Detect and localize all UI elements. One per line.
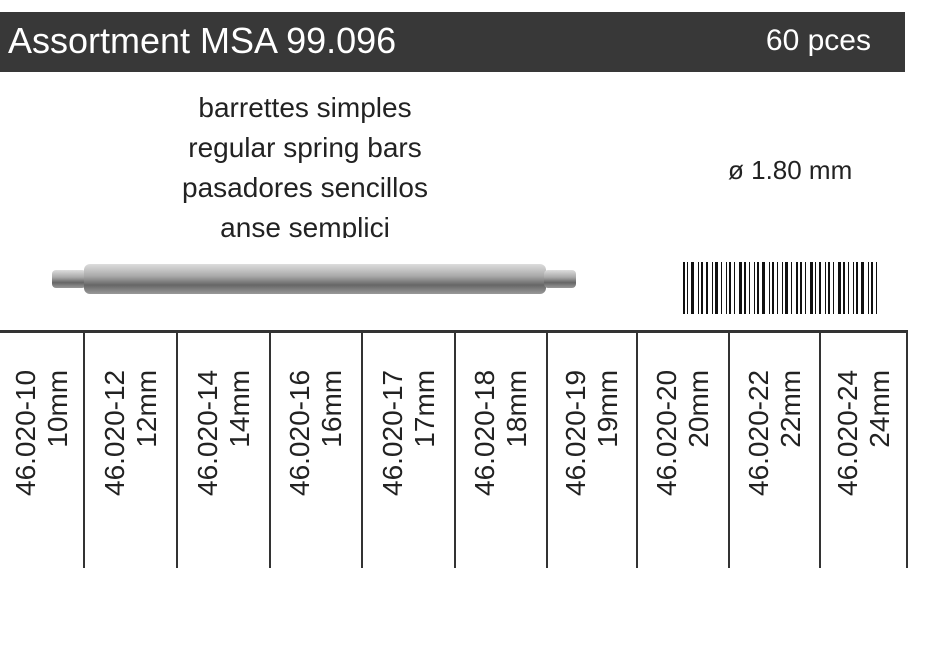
barcode: [683, 262, 901, 314]
divider: [0, 330, 908, 333]
piece-count: 60 pces: [765, 24, 871, 57]
item-code: 46.020-14: [191, 369, 223, 496]
description-en: regular spring bars: [188, 132, 422, 163]
item-size: 20mm: [683, 369, 714, 448]
item-code: 46.020-12: [98, 369, 130, 496]
item-code: 46.020-18: [469, 369, 500, 496]
item-size: 18mm: [501, 369, 532, 448]
item-size: 24mm: [863, 369, 895, 448]
title: Assortment MSA 99.096: [8, 20, 397, 61]
item-code: 46.020-19: [560, 369, 591, 496]
item-code: 46.020-24: [831, 369, 863, 496]
header-bar: Assortment MSA 99.096 60 pces: [0, 12, 905, 72]
item-code: 46.020-22: [742, 369, 774, 496]
description-es: pasadores sencillos: [182, 172, 428, 203]
description-it: anse semplici: [220, 212, 390, 238]
spring-bar-image: [52, 264, 576, 294]
item-size: 17mm: [408, 369, 440, 448]
description-fr: barrettes simples: [198, 92, 412, 123]
item-code: 46.020-17: [376, 369, 408, 496]
item-size: 10mm: [41, 369, 73, 448]
item-size: 22mm: [774, 369, 806, 448]
item-code: 46.020-20: [651, 369, 682, 496]
item-code: 46.020-10: [9, 369, 41, 496]
diameter: ø 1.80 mm: [728, 155, 853, 185]
description: barrettes simples regular spring bars pa…: [105, 88, 505, 238]
item-code: 46.020-16: [284, 369, 315, 496]
item-size: 16mm: [316, 369, 347, 448]
item-size: 19mm: [592, 369, 623, 448]
item-size: 14mm: [223, 369, 255, 448]
item-size: 12mm: [130, 369, 162, 448]
